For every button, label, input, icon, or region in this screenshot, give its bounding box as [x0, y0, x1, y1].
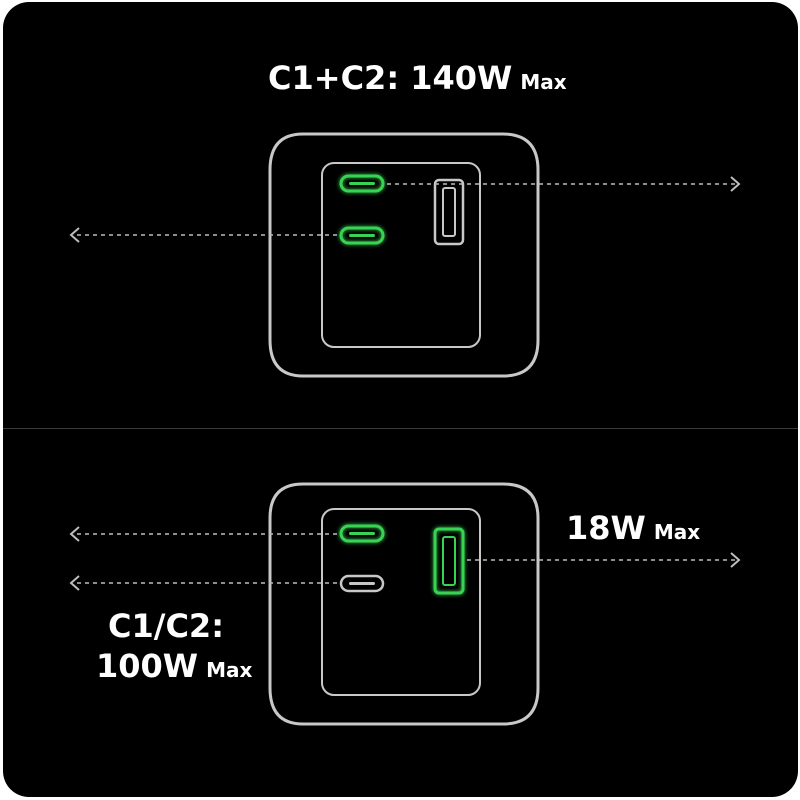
usb-a-output-label: 18W Max	[566, 512, 700, 544]
usb-c2-port-inner	[349, 582, 375, 585]
section-divider	[3, 428, 798, 429]
single-port-label-line2: 100W Max	[96, 650, 252, 682]
combined-output-unit: Max	[520, 70, 567, 94]
usb-c2-port-inner	[349, 234, 375, 237]
single-port-ports: C1/C2:	[108, 607, 224, 645]
charger-diagram	[69, 132, 741, 726]
usb-a-output-unit: Max	[653, 520, 701, 544]
product-infographic-card	[3, 2, 798, 797]
c1-output-arrow	[69, 526, 337, 542]
combined-output-value: C1+C2: 140W	[268, 59, 513, 97]
usb-c2-port-icon	[339, 574, 385, 593]
port-face-outline	[321, 162, 481, 348]
usb-a-port-icon	[433, 178, 465, 246]
usb-c1-port-icon	[339, 524, 385, 543]
usb-c1-port-inner	[349, 532, 375, 535]
c2-output-arrow	[69, 575, 337, 591]
usb-a-port-icon	[433, 527, 465, 595]
c1-output-arrow	[387, 176, 741, 192]
single-port-label-line1: C1/C2:	[108, 610, 224, 642]
usb-c1-port-icon	[339, 174, 385, 193]
usb-c1-port-inner	[349, 182, 375, 185]
charger-body-outline	[268, 132, 540, 378]
usb-c2-port-icon	[339, 226, 385, 245]
usb-a-port-inner	[442, 187, 456, 237]
c2-output-arrow	[69, 227, 337, 243]
single-port-value: 100W	[96, 647, 199, 685]
port-face-outline	[321, 508, 481, 696]
usb-a-port-inner	[442, 536, 456, 586]
charger-body-outline	[268, 482, 540, 726]
bottom-charger	[69, 482, 741, 726]
top-charger	[69, 132, 741, 378]
combined-output-label: C1+C2: 140W Max	[268, 62, 567, 94]
usb-a-output-value: 18W	[566, 509, 646, 547]
single-port-unit: Max	[206, 658, 253, 682]
usb-a-output-arrow	[467, 552, 741, 568]
